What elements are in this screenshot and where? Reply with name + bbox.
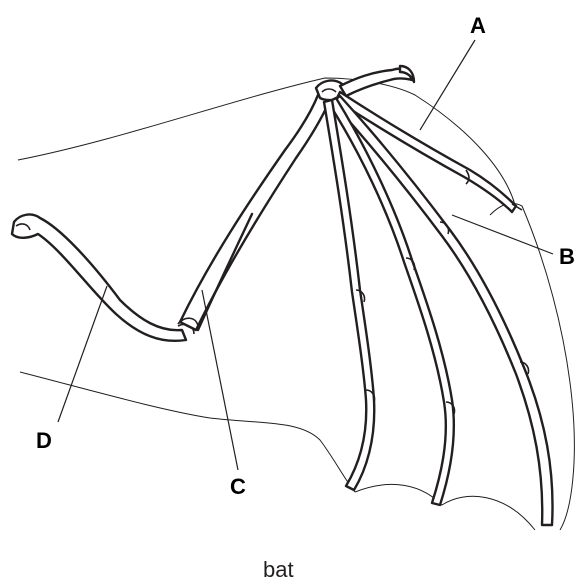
leader-line-b xyxy=(452,215,553,254)
leader-line-c xyxy=(202,290,238,470)
thumb-claw xyxy=(340,66,414,96)
label-c: C xyxy=(230,474,246,499)
radius-bone xyxy=(178,95,330,330)
leader-lines xyxy=(58,40,553,470)
label-d: D xyxy=(36,428,52,453)
label-b: B xyxy=(559,244,575,269)
humerus-bone xyxy=(12,215,194,341)
leader-line-a xyxy=(420,40,475,130)
label-a: A xyxy=(470,13,486,38)
diagram-caption: bat xyxy=(263,557,294,582)
leader-line-d xyxy=(58,286,107,422)
